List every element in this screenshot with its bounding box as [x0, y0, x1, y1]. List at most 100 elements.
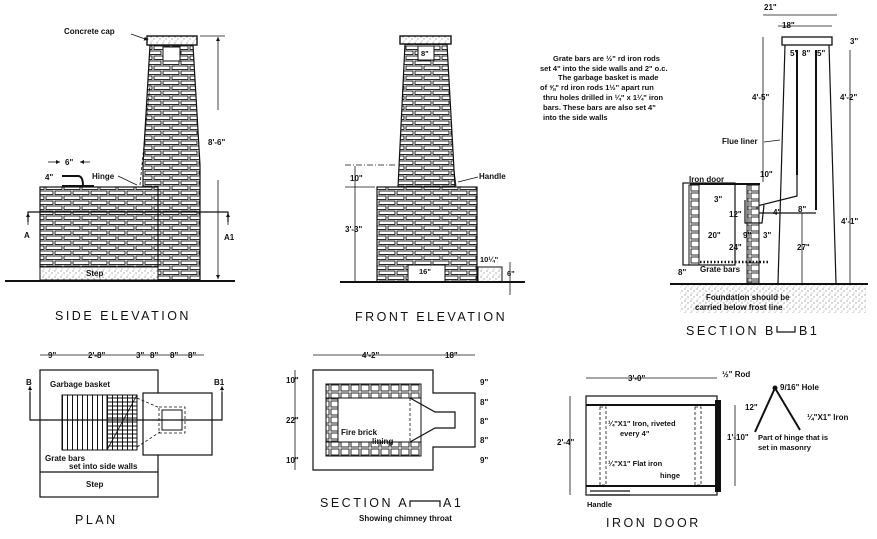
dim-6in: 6": [65, 158, 73, 167]
step: [477, 266, 503, 283]
fire-brick-label: lining: [372, 437, 393, 446]
hinge-label: Hinge: [92, 172, 115, 181]
construction-notes: Grate bars are ½" rd iron rods set 4" in…: [540, 54, 668, 122]
concrete-cap: [399, 35, 452, 45]
plan-title: PLAN: [75, 513, 118, 527]
dim-4-2: 4'-2": [362, 351, 379, 360]
fire-brick-label: Fire brick: [341, 428, 378, 437]
dim-24in: 24": [729, 243, 742, 252]
side-elevation-title: SIDE ELEVATION: [55, 309, 191, 323]
flat-iron-label: ¼"X1" Flat iron: [608, 459, 663, 468]
plan-dim: 3": [136, 351, 144, 360]
dim-3-0: 3'-0": [628, 374, 645, 383]
section-b-suffix: B1: [799, 324, 819, 338]
dim-4-2: 4'-2": [840, 93, 857, 102]
riveted-label: every 4": [620, 429, 650, 438]
dim-4in: 4": [45, 173, 53, 182]
riveted-label: ¼"X1" Iron, riveted: [608, 419, 676, 428]
handle-label: Handle: [587, 500, 612, 509]
dim-18in: 18": [782, 21, 795, 30]
dim-5in-a: 5": [790, 49, 798, 58]
section-b: 21" 18" 3" 5" 8" 5" 4'-5" 4'-2" Flue lin…: [670, 3, 868, 338]
iron-label: ¼"X1" Iron: [807, 413, 848, 422]
dim-3in-b: 3": [763, 231, 771, 240]
dim-4-1: 4'-1": [841, 217, 858, 226]
note-line: of ⅝" rd iron rods 1½" apart run: [540, 83, 654, 92]
section-b1-label: B1: [214, 378, 225, 387]
right-dim: 8": [480, 417, 488, 426]
section-b-title: SECTION B: [686, 324, 776, 338]
flat-iron-label: hinge: [660, 471, 680, 480]
hole-label: 9/16" Hole: [780, 383, 819, 392]
note-line: thru holes drilled in ¼" x 1¼" iron: [543, 93, 663, 102]
section-a-suffix: A1: [443, 496, 463, 510]
plan-dim: 9": [48, 351, 56, 360]
dim-10-25: 10¼": [480, 255, 499, 264]
dim-3in: 3": [714, 195, 722, 204]
left-dim: 10": [286, 456, 299, 465]
right-dim: 9": [480, 378, 488, 387]
dim-4-5: 4'-5": [752, 93, 769, 102]
dim-2-4: 2'-4": [557, 438, 574, 447]
dim-height: 8'-6": [208, 138, 225, 147]
plan-dim: 8": [188, 351, 196, 360]
dim-10in: 10": [350, 174, 363, 183]
dim-12in: 12": [745, 403, 758, 412]
dim-16in: 16": [419, 267, 431, 276]
dim-8in: 8": [802, 49, 810, 58]
dim-10in: 10": [760, 170, 773, 179]
concrete-cap: [146, 35, 198, 46]
left-dim: 22": [286, 416, 299, 425]
dim-5in-b: 5": [817, 49, 825, 58]
dim-8in-b: 8": [798, 205, 806, 214]
foundation-note: Foundation should be: [706, 293, 790, 302]
step-label: Step: [86, 269, 103, 278]
garbage-basket-label: Garbage basket: [50, 380, 110, 389]
dim-3in-top: 3": [850, 37, 858, 46]
dim-12in: 12": [729, 210, 742, 219]
front-elevation-title: FRONT ELEVATION: [355, 310, 507, 324]
flue-liner-label: Flue liner: [722, 137, 758, 146]
section-a1-label: A1: [224, 233, 235, 242]
dim-9in: 9": [743, 231, 751, 240]
hinge-part-label: Part of hinge that is: [758, 433, 828, 442]
note-line: set 4" into the side walls and 2" o.c.: [540, 64, 668, 73]
dim-4in: 4": [773, 208, 781, 217]
handle-label: Handle: [479, 172, 506, 181]
rod-label: ½" Rod: [722, 370, 750, 379]
right-dim: 8": [480, 398, 488, 407]
dim-1-10: 1'-10": [727, 433, 749, 442]
section-b-label: B: [26, 378, 32, 387]
dim-8in-c: 8": [678, 268, 686, 277]
flue-opening: [162, 46, 181, 62]
grate-bars-label: Grate bars: [700, 265, 741, 274]
chimney: [397, 43, 456, 188]
front-elevation: 8" 16" Handle 10" 3'-3" 10¼" 6" FRONT EL…: [340, 35, 525, 324]
concrete-cap-label: Concrete cap: [64, 27, 115, 36]
section-a-subtitle: Showing chimney throat: [359, 514, 452, 523]
incinerator-base: [39, 186, 159, 268]
side-elevation: Step Concrete cap Hinge 6" 4" 8'-6" A A1…: [5, 27, 235, 323]
left-dim: 10": [286, 376, 299, 385]
plan-dim: 8": [170, 351, 178, 360]
plan-dim: 2'-8": [88, 351, 105, 360]
plan: B B1 9" 2'-8" 3" 8" 8" 8" Garbage basket…: [26, 351, 225, 527]
dim-6in: 6": [507, 269, 515, 278]
dim-21in: 21": [764, 3, 777, 12]
note-line: into the side walls: [543, 113, 608, 122]
set-into-label: set into side walls: [69, 462, 138, 471]
note-line: bars. These bars are also set 4": [543, 103, 656, 112]
foundation-note: carried below frost line: [695, 303, 783, 312]
section-a-label: A: [24, 231, 30, 240]
note-line: The garbage basket is made: [558, 73, 658, 82]
plan-step-label: Step: [86, 480, 103, 489]
dim-27in: 27": [797, 243, 810, 252]
right-dim: 9": [480, 456, 488, 465]
section-a-title: SECTION A: [320, 496, 409, 510]
flue-opening: [417, 45, 435, 61]
section-a: 4'-2" 18" 10" 22" 10" 9" 8" 8" 8" 9" Fir…: [286, 351, 488, 523]
iron-door-title: IRON DOOR: [606, 516, 701, 530]
grate-bars-label: Grate bars: [45, 454, 86, 463]
note-line: Grate bars are ½" rd iron rods: [553, 54, 660, 63]
